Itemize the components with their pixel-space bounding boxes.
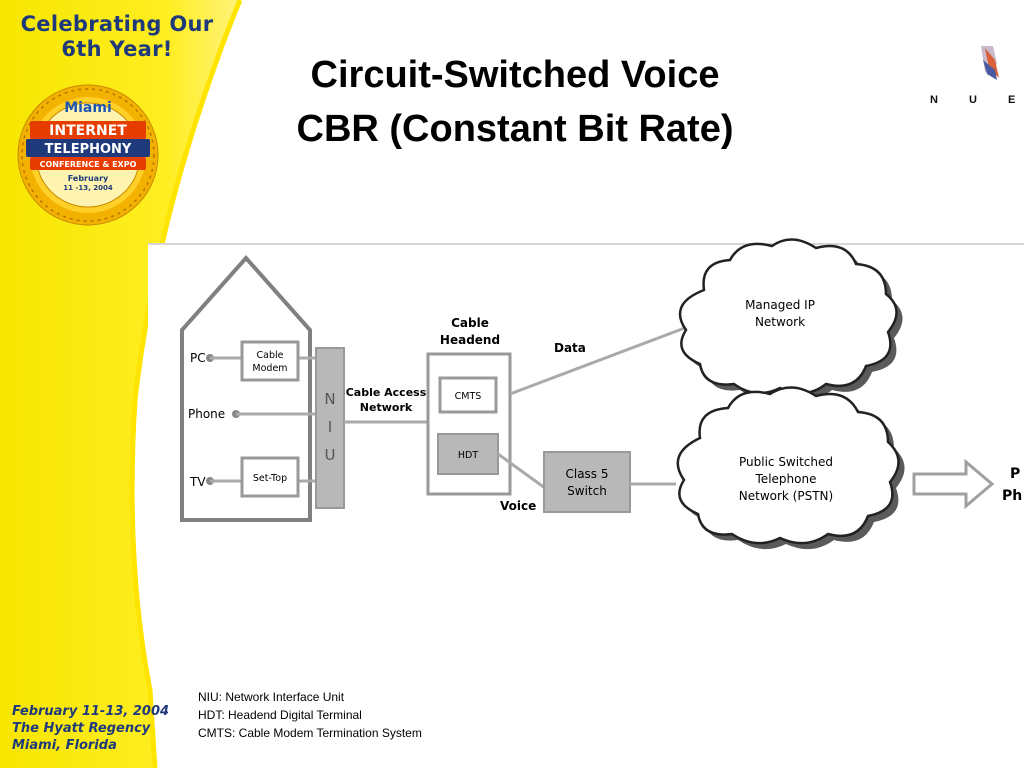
badge-line-3: CONFERENCE & EXPO (40, 160, 137, 169)
hdt-box (437, 433, 499, 475)
set-top-label: Set-Top (253, 473, 287, 484)
badge-line-1: INTERNET (49, 123, 127, 139)
event-info: February 11-13, 2004 The Hyatt Regency M… (12, 703, 192, 754)
home-outline (180, 254, 312, 522)
pstn-line-3: Network (PSTN) (739, 489, 833, 503)
phone-label: Phone (188, 407, 225, 421)
celebration-line-1: Celebrating Our (20, 12, 214, 36)
niu-letter-n: N (324, 390, 335, 408)
hdt-label: HDT (458, 450, 478, 461)
celebration-line-2: 6th Year! (61, 37, 173, 61)
arrow-target-line-1: P (1010, 466, 1020, 482)
niu-letter-u: U (325, 446, 336, 464)
title-line-1: Circuit-Switched Voice (310, 54, 720, 96)
badge-line-2: TELEPHONY (45, 142, 132, 157)
tv-label: TV (189, 475, 206, 489)
footnote-cmts: CMTS: Cable Modem Termination System (198, 726, 422, 740)
arrow-target-line-2: Ph (1002, 488, 1022, 504)
badge-dates: 11 -13, 2004 (63, 184, 113, 192)
cable-modem-line-2: Modem (252, 363, 287, 374)
badge-month: February (68, 174, 109, 183)
niu-box (315, 347, 345, 509)
headend-line-2: Headend (440, 333, 500, 347)
pstn-cloud (676, 386, 905, 550)
footnote-niu: NIU: Network Interface Unit (198, 690, 345, 704)
cable-access-line-2: Network (360, 401, 413, 414)
badge-city: Miami (64, 100, 112, 116)
slide-title: Circuit-Switched Voice CBR (Constant Bit… (230, 48, 800, 156)
celebration-heading: Celebrating Our 6th Year! (6, 12, 228, 62)
event-venue: The Hyatt Regency (12, 721, 151, 736)
niu-letter-i: I (328, 418, 332, 436)
class5-switch-box (543, 451, 631, 513)
cable-modem-line-1: Cable (257, 350, 284, 361)
title-line-2: CBR (Constant Bit Rate) (296, 108, 734, 150)
pstn-line-2: Telephone (755, 472, 817, 486)
cable-modem-box (240, 340, 300, 382)
headend-line-1: Cable (451, 316, 489, 330)
pc-label: PC (190, 351, 206, 365)
data-label: Data (554, 341, 586, 355)
cmts-label: CMTS (455, 391, 482, 402)
event-date: February 11-13, 2004 (12, 704, 170, 719)
managed-ip-cloud (678, 238, 903, 400)
class5-line-2: Switch (567, 484, 607, 498)
managed-ip-line-2: Network (755, 315, 805, 329)
nuera-logo-icon (981, 46, 999, 80)
set-top-box (240, 456, 300, 498)
cmts-box (438, 376, 498, 414)
outbound-arrow-icon (912, 458, 995, 510)
conference-badge-logo: Miami INTERNET TELEPHONY CONFERENCE & EX… (17, 84, 159, 226)
event-city: Miami, Florida (12, 738, 117, 753)
pstn-line-1: Public Switched (739, 455, 833, 469)
nuera-logo-text: N U E R (930, 94, 1024, 106)
footnotes: NIU: Network Interface Unit HDT: Headend… (198, 688, 422, 742)
voice-label: Voice (500, 499, 536, 513)
footnote-hdt: HDT: Headend Digital Terminal (198, 708, 362, 722)
cable-access-line-1: Cable Access (346, 386, 427, 399)
class5-line-1: Class 5 (565, 467, 608, 481)
managed-ip-line-1: Managed IP (745, 298, 815, 312)
